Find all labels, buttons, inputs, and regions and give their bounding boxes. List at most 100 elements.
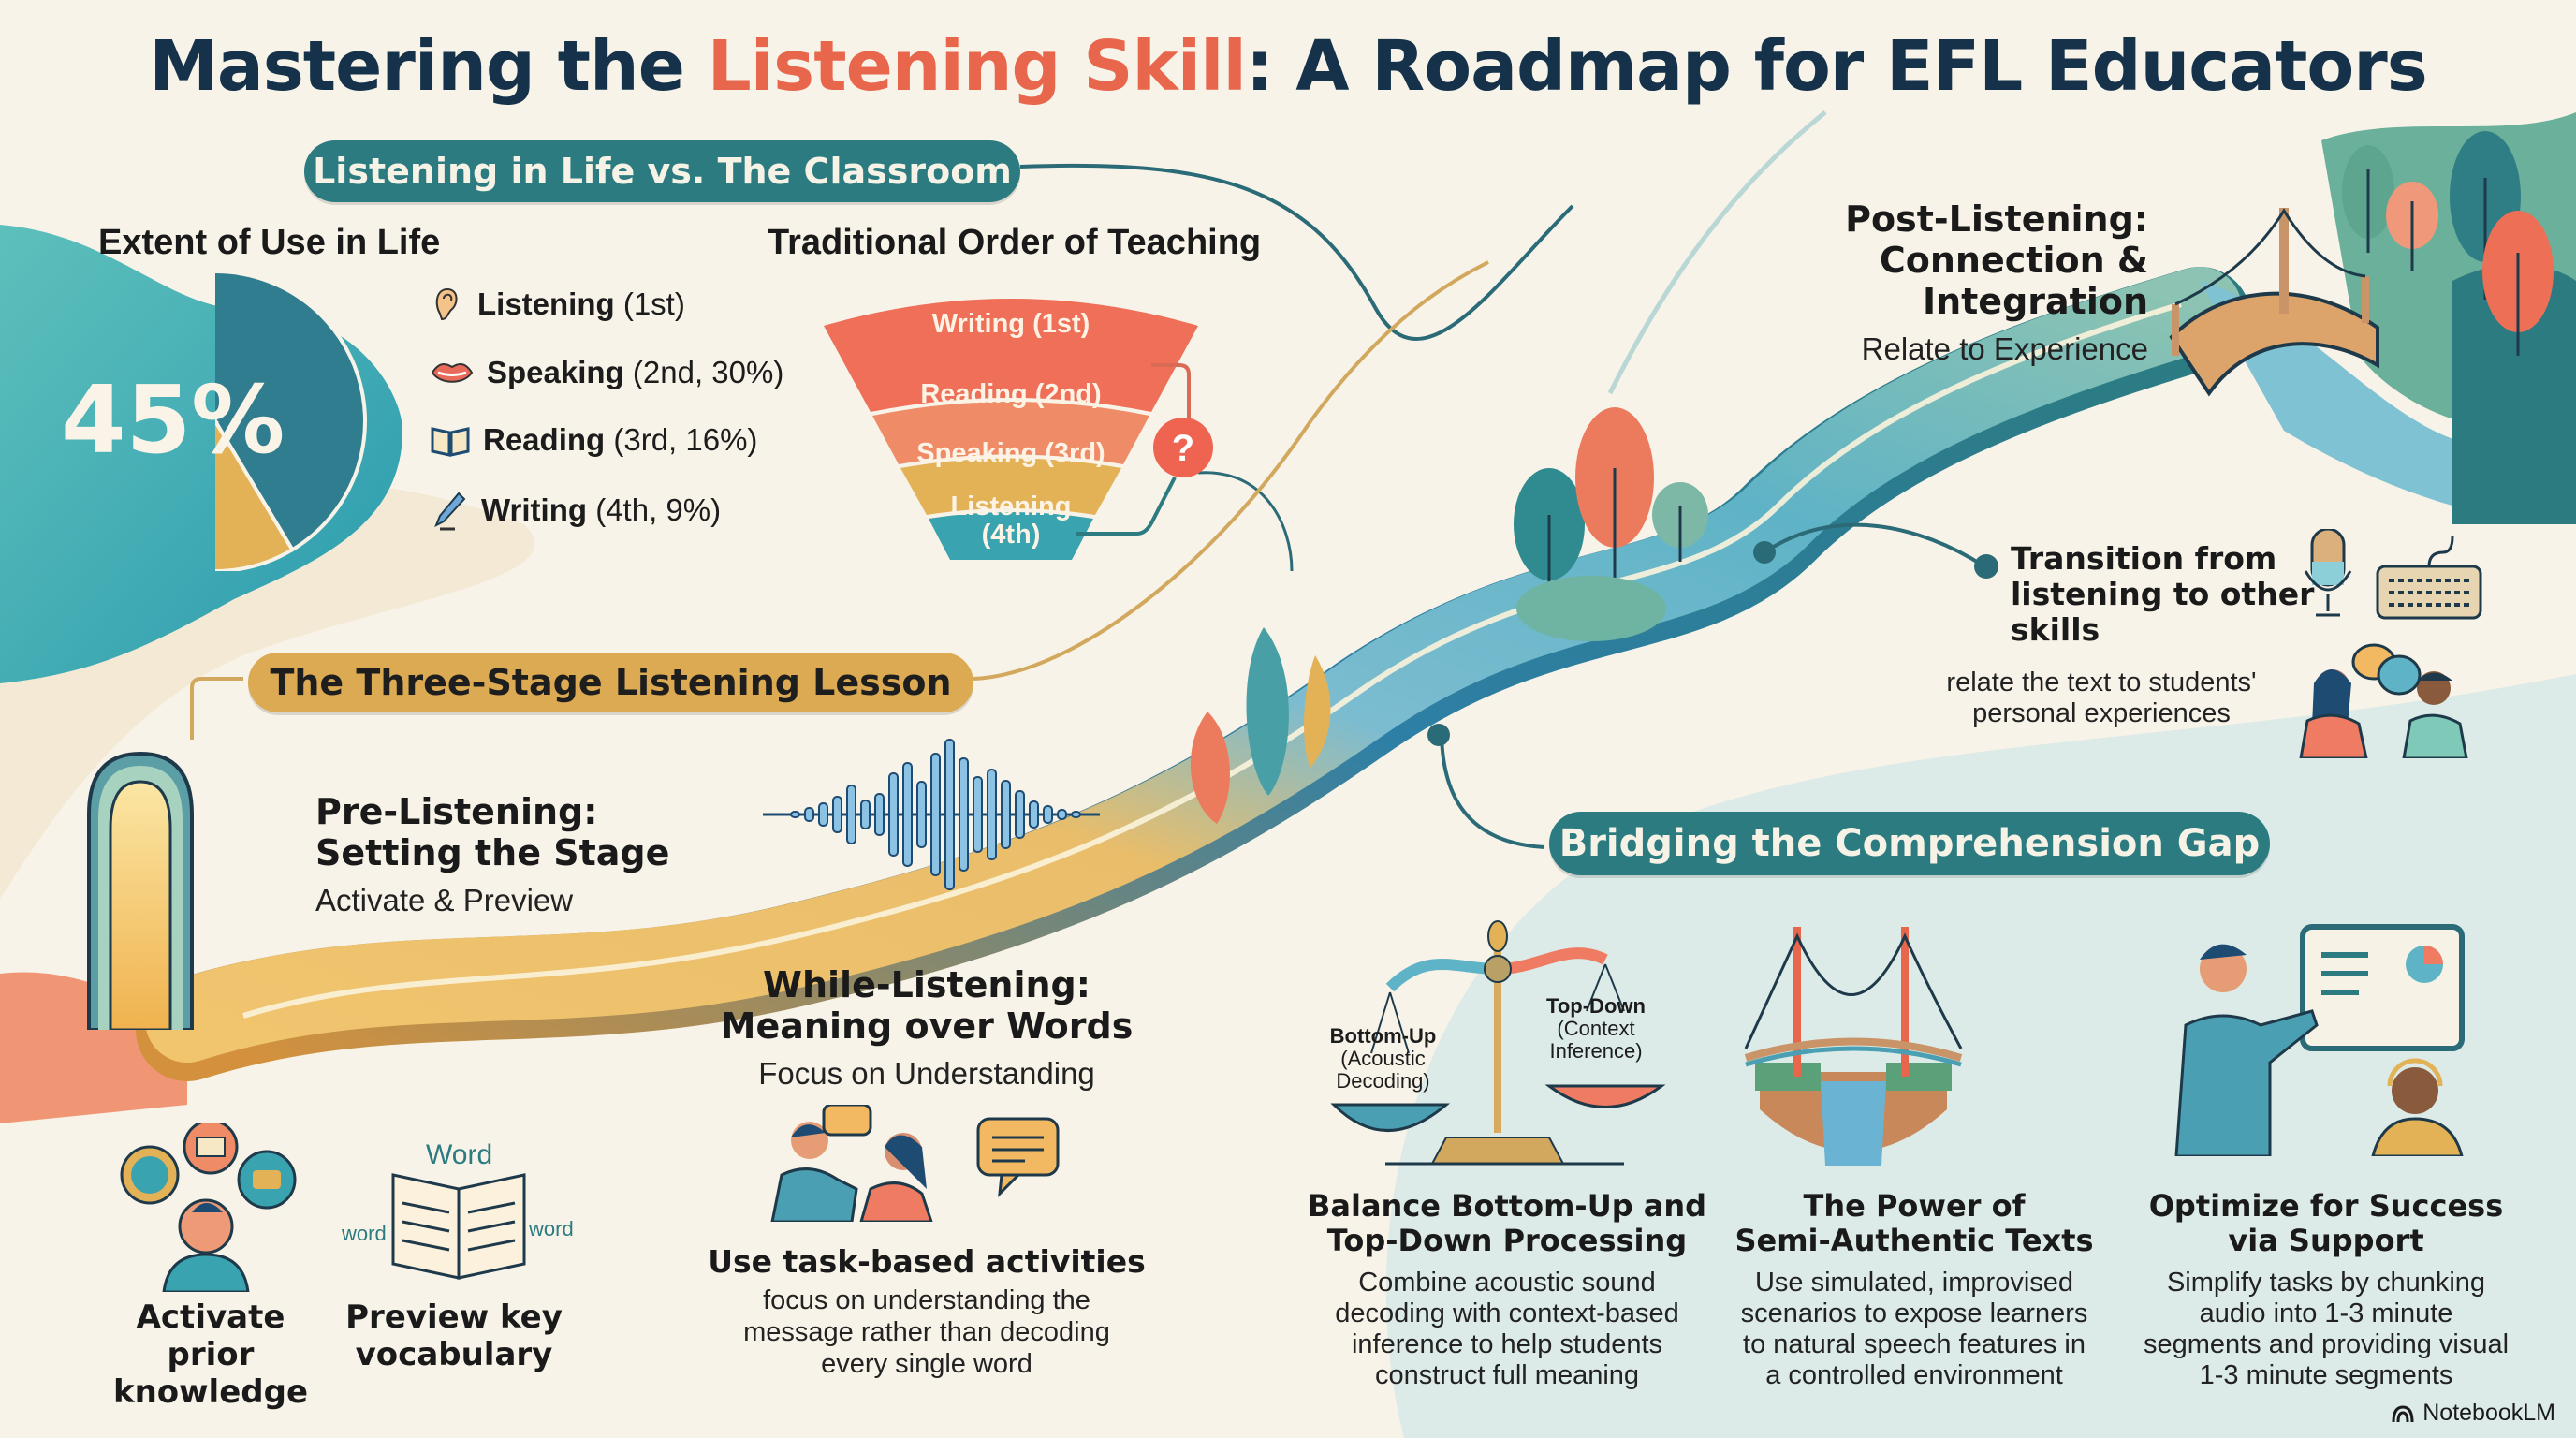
soundwave-bar: [902, 762, 913, 867]
post-listening-subtitle: Relate to Experience: [1861, 331, 2148, 366]
vocabulary-book-icon: Word word word: [341, 1139, 574, 1280]
question-badge: [1153, 418, 1213, 477]
transition-body-line: personal experiences: [1972, 698, 2231, 728]
card-title: Balance Bottom-Up and Top-Down Processin…: [1301, 1189, 1713, 1258]
legend-item-listening: Listening (1st): [431, 286, 783, 323]
extent-legend: Listening (1st) Speaking (2nd, 30%) Read…: [431, 286, 783, 531]
title-prefix: Mastering the: [149, 26, 708, 107]
transition-title-line: listening to other: [2011, 576, 2315, 612]
pre-listening-title-1: Pre-Listening:: [315, 791, 598, 832]
big-stat-45: 45%: [61, 365, 285, 475]
card-title-line: Balance Bottom-Up and: [1307, 1188, 1707, 1224]
transition-title-line: Transition from: [2011, 540, 2277, 577]
while-listening-title-1: While-Listening:: [763, 964, 1090, 1005]
card-body-line: segments and providing visual: [2143, 1329, 2510, 1359]
leaf-plants: [1190, 627, 1331, 824]
bridging-card-support: Optimize for Success via Support Simplif…: [2115, 1189, 2537, 1391]
scale-left-title: Bottom-Up: [1329, 1024, 1437, 1048]
suspension-bridge-icon: [1744, 927, 1963, 1166]
legend-name: Reading: [483, 422, 606, 457]
funnel-label-listening: Listening: [951, 492, 1072, 521]
soundwave-bar: [959, 757, 969, 872]
while-listening-subtitle: Focus on Understanding: [758, 1056, 1095, 1091]
pie-slice-speaking: [215, 418, 296, 571]
legend-name: Speaking: [487, 355, 624, 389]
legend-item-speaking: Speaking (2nd, 30%): [431, 355, 783, 390]
while-activity-body: focus on understanding the message rathe…: [693, 1284, 1161, 1380]
card-body-line: inference to help students: [1351, 1329, 1663, 1359]
soundwave-bar: [888, 772, 899, 857]
card-body-line: to natural speech features in: [1743, 1329, 2086, 1359]
trees-mid: [1514, 407, 1708, 641]
section-label-life-vs-classroom: Listening in Life vs. The Classroom: [304, 140, 1020, 202]
page-title: Mastering the Listening Skill: A Roadmap…: [0, 26, 2576, 107]
card-body-line: scenarios to expose learners: [1740, 1299, 2088, 1328]
pre-item-preview-line1: Preview key: [345, 1299, 563, 1336]
brand-label: NotebookLM: [2422, 1400, 2555, 1426]
soundwave-bar: [832, 796, 842, 833]
pen-icon: [434, 492, 466, 531]
transition-title: Transition from listening to other skill…: [2011, 541, 2314, 648]
soundwave-bar: [944, 739, 955, 890]
card-title: The Power of Semi-Authentic Texts: [1713, 1189, 2115, 1258]
pre-item-activate-line1: Activate prior: [136, 1299, 285, 1373]
transition-body: relate the text to students' personal ex…: [1928, 668, 2275, 729]
arch-bridge-illustration: [2169, 208, 2379, 397]
while-activity-block: Use task-based activities focus on under…: [693, 1243, 1161, 1380]
funnel-tier-speaking: [900, 458, 1121, 515]
balance-scale-icon: [1330, 920, 1666, 1166]
legend-item-reading: Reading (3rd, 16%): [431, 422, 783, 458]
question-mark-icon: ?: [1172, 428, 1194, 469]
teaching-order-funnel: Writing (1st) Reading (2nd) Speaking (3r…: [824, 299, 1213, 560]
section-label-bridging: Bridging the Comprehension Gap: [1549, 812, 2270, 875]
card-body-line: a controlled environment: [1765, 1360, 2063, 1390]
card-body-line: audio into 1-3 minute: [2199, 1299, 2453, 1328]
card-title-line: The Power of: [1803, 1188, 2026, 1224]
thinking-person-icon: [120, 1123, 297, 1292]
trees-top-right: [2342, 131, 2554, 356]
card-title-line: Semi-Authentic Texts: [1734, 1223, 2094, 1258]
post-listening-title-2: Connection & Integration: [1879, 240, 2148, 322]
pre-listening-subtitle: Activate & Preview: [315, 883, 574, 917]
order-heading: Traditional Order of Teaching: [768, 223, 1262, 262]
notebooklm-logo-icon: [2392, 1404, 2414, 1422]
pre-item-preview: Preview key vocabulary: [337, 1299, 571, 1373]
book-icon: [431, 427, 470, 457]
while-activity-line: every single word: [821, 1349, 1032, 1379]
funnel-label-reading: Reading (2nd): [920, 379, 1101, 409]
vocab-word-right: word: [528, 1217, 574, 1240]
soundwave-bar: [1015, 790, 1025, 839]
card-body: Simplify tasks by chunking audio into 1-…: [2115, 1268, 2537, 1391]
soundwave-bar: [1043, 805, 1053, 824]
while-activity-line: message rather than decoding: [743, 1317, 1110, 1347]
pre-item-activate: Activate prior knowledge: [89, 1299, 332, 1411]
legend-name: Listening: [477, 286, 615, 321]
funnel-label-speaking: Speaking (3rd): [916, 438, 1105, 468]
title-suffix: : A Roadmap for EFL Educators: [1245, 26, 2428, 107]
funnel-label-writing: Writing (1st): [932, 309, 1090, 339]
ear-icon: [435, 287, 458, 321]
soundwave-bar: [973, 776, 983, 853]
funnel-tier-reading: [872, 402, 1149, 464]
card-title-line: Top-Down Processing: [1326, 1223, 1688, 1258]
card-title: Optimize for Success via Support: [2115, 1189, 2537, 1258]
while-listening-title-2: Meaning over Words: [720, 1005, 1134, 1047]
legend-detail: (1st): [622, 286, 685, 321]
section-label-three-stage: The Three-Stage Listening Lesson: [248, 653, 973, 712]
pre-listening-block: Pre-Listening: Setting the Stage Activat…: [315, 791, 669, 918]
funnel-tier-listening: [929, 512, 1093, 560]
microphone-icon: [2304, 529, 2352, 617]
pre-listening-title-2: Setting the Stage: [315, 832, 670, 873]
scale-left-label: Bottom-Up (Acoustic Decoding): [1315, 1025, 1451, 1093]
legend-name: Writing: [481, 492, 588, 527]
card-body: Combine acoustic sound decoding with con…: [1301, 1268, 1713, 1391]
card-body: Use simulated, improvised scenarios to e…: [1713, 1268, 2115, 1391]
extent-heading: Extent of Use in Life: [98, 223, 441, 262]
while-listening-block: While-Listening: Meaning over Words Focu…: [711, 964, 1142, 1092]
transition-title-line: skills: [2011, 611, 2100, 648]
legend-detail: (3rd, 16%): [613, 422, 758, 457]
legend-detail: (2nd, 30%): [632, 355, 784, 389]
teacher-support-icon: [2174, 924, 2465, 1156]
scale-right-line2: Inference): [1549, 1039, 1643, 1063]
pre-item-activate-line2: knowledge: [112, 1373, 309, 1411]
